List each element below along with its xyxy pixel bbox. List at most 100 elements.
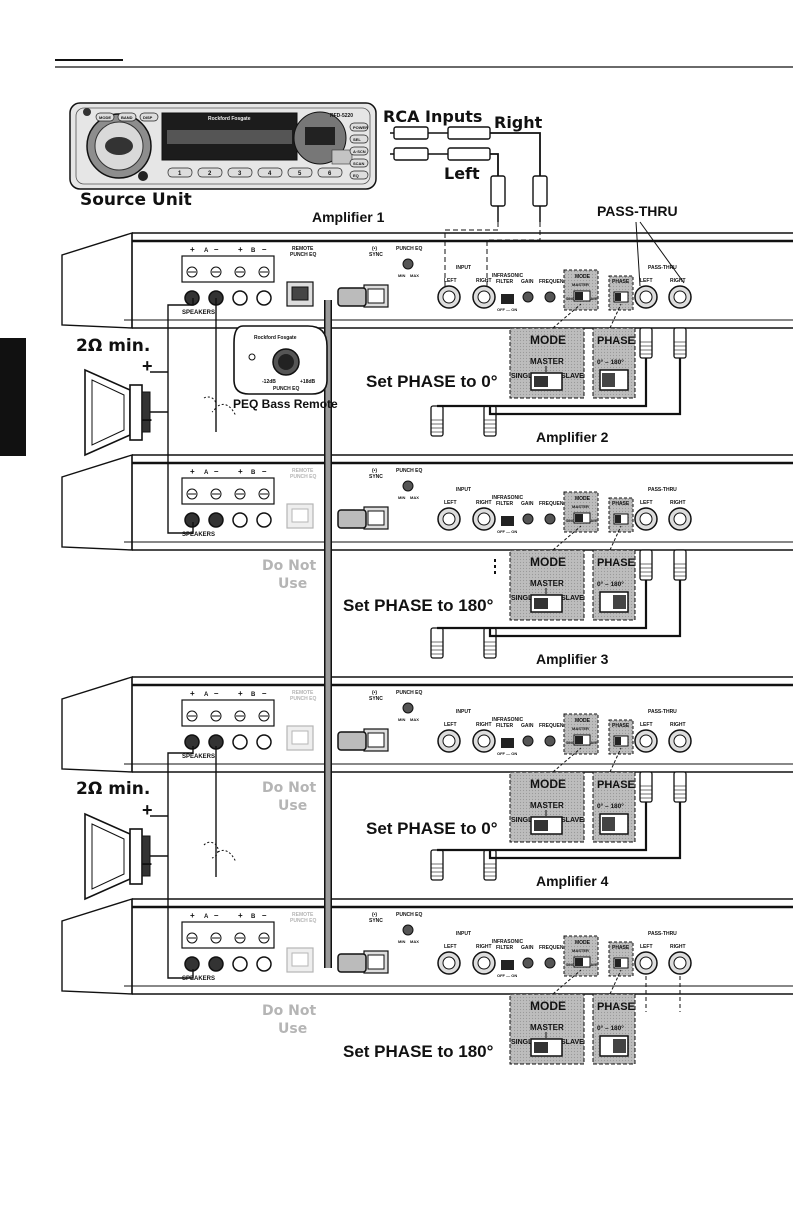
punch-min-label: MIN bbox=[398, 273, 405, 278]
gain-knob[interactable] bbox=[522, 735, 534, 747]
brand-logo-icon bbox=[105, 137, 133, 155]
terminal-a-label: A bbox=[204, 692, 209, 698]
su-button[interactable] bbox=[349, 170, 369, 180]
speaker-terminal-block bbox=[181, 921, 275, 949]
terminal-polarity: – bbox=[214, 911, 219, 920]
speaker-terminal-jack[interactable] bbox=[232, 290, 248, 306]
panel-master-label: MASTER bbox=[572, 504, 589, 509]
gain-knob[interactable] bbox=[522, 957, 534, 969]
frequency-label: FREQUENCY bbox=[539, 945, 571, 951]
panel-phase-label: PHASE bbox=[612, 279, 630, 285]
terminal-polarity: + bbox=[238, 689, 243, 698]
frequency-knob[interactable] bbox=[544, 291, 556, 303]
infrasonic-states: OFF — ON bbox=[497, 307, 517, 312]
frequency-knob[interactable] bbox=[544, 957, 556, 969]
su-button-label: A·SCN bbox=[353, 149, 366, 154]
panel-slave-label: SLAVE bbox=[586, 963, 598, 967]
heatsink-fin bbox=[61, 676, 133, 773]
phase-callout-title: PHASE bbox=[597, 779, 635, 791]
gain-knob[interactable] bbox=[522, 291, 534, 303]
punch-max-label: MAX bbox=[410, 939, 419, 944]
terminal-b-label: B bbox=[251, 914, 256, 920]
su-button[interactable] bbox=[95, 112, 115, 122]
su-button[interactable] bbox=[349, 158, 369, 168]
su-preset-label: 1 bbox=[178, 171, 182, 177]
speaker-terminal-jack[interactable] bbox=[184, 290, 200, 306]
su-preset-button[interactable] bbox=[167, 167, 193, 178]
rca-plug bbox=[430, 405, 444, 437]
speaker2-plus: + bbox=[142, 800, 153, 820]
remote-punch-eq-label: REMOTE bbox=[292, 246, 314, 252]
input-left-label: LEFT bbox=[444, 278, 457, 284]
speaker-terminal-jack[interactable] bbox=[232, 734, 248, 750]
su-button-label: BAND bbox=[121, 115, 133, 120]
punch-eq-knob[interactable] bbox=[402, 702, 414, 714]
su-button[interactable] bbox=[139, 112, 159, 122]
terminal-a-label: A bbox=[204, 470, 209, 476]
gain-knob[interactable] bbox=[522, 513, 534, 525]
su-preset-button[interactable] bbox=[227, 167, 253, 178]
panel-single-label: SINGLE bbox=[566, 297, 580, 301]
speaker-terminal-jack[interactable] bbox=[232, 956, 248, 972]
heatsink-fin bbox=[61, 898, 133, 995]
su-preset-button[interactable] bbox=[317, 167, 343, 178]
punch-eq-label: PUNCH EQ bbox=[396, 246, 423, 252]
punch-eq-knob[interactable] bbox=[402, 258, 414, 270]
pass-thru-panel-label: PASS-THRU bbox=[648, 265, 677, 271]
su-button[interactable] bbox=[349, 134, 369, 144]
input-label: INPUT bbox=[456, 487, 471, 493]
speaker-terminal-jack[interactable] bbox=[208, 956, 224, 972]
slave-label: SLAVE bbox=[561, 595, 584, 602]
speaker-terminal-jack[interactable] bbox=[184, 734, 200, 750]
pass-thru-right-label: RIGHT bbox=[670, 278, 686, 284]
su-preset-button[interactable] bbox=[287, 167, 313, 178]
infrasonic-switch[interactable] bbox=[501, 294, 514, 304]
punch-eq-knob[interactable] bbox=[402, 480, 414, 492]
speaker-terminal-jack[interactable] bbox=[184, 512, 200, 528]
input-left-label: LEFT bbox=[444, 722, 457, 728]
su-button[interactable] bbox=[349, 122, 369, 132]
infrasonic-states: OFF — ON bbox=[497, 529, 517, 534]
panel-mode-box bbox=[563, 935, 599, 977]
input-right-label: RIGHT bbox=[476, 722, 492, 728]
panel-slave-label: SLAVE bbox=[586, 519, 598, 523]
punch-eq-knob[interactable] bbox=[402, 924, 414, 936]
remote-punch-eq-label: PUNCH EQ bbox=[290, 918, 317, 924]
su-button[interactable] bbox=[117, 112, 137, 122]
sync-label: (•) bbox=[372, 468, 377, 474]
su-preset-button[interactable] bbox=[197, 167, 223, 178]
input-right-label: RIGHT bbox=[476, 944, 492, 950]
terminal-polarity: + bbox=[190, 245, 195, 254]
remote-brand: Rockford Fosgate bbox=[254, 335, 297, 341]
do-not-use-4-line2: Use bbox=[278, 1021, 307, 1037]
amp4-label: Amplifier 4 bbox=[536, 873, 609, 889]
speaker-terminal-jack[interactable] bbox=[256, 512, 272, 528]
speaker-terminal-jack[interactable] bbox=[232, 512, 248, 528]
speaker-terminal-jack[interactable] bbox=[256, 290, 272, 306]
rca-plug bbox=[639, 327, 653, 359]
slave-label: SLAVE bbox=[561, 373, 584, 380]
su-preset-button[interactable] bbox=[257, 167, 283, 178]
rca-right-label: Right bbox=[494, 113, 543, 132]
sync-plug bbox=[337, 287, 367, 307]
speaker-terminal-jack[interactable] bbox=[184, 956, 200, 972]
speaker-terminal-jack[interactable] bbox=[256, 956, 272, 972]
infrasonic-switch[interactable] bbox=[501, 738, 514, 748]
rca-left-label: Left bbox=[444, 164, 480, 183]
rca-cables-source bbox=[390, 126, 548, 222]
speaker-terminal-jack[interactable] bbox=[256, 734, 272, 750]
slave-label: SLAVE bbox=[561, 1039, 584, 1046]
do-not-use-2-line2: Use bbox=[278, 576, 307, 592]
rca-plug bbox=[430, 849, 444, 881]
infrasonic-switch[interactable] bbox=[501, 960, 514, 970]
infrasonic-switch[interactable] bbox=[501, 516, 514, 526]
frequency-knob[interactable] bbox=[544, 735, 556, 747]
single-label: SINGLE bbox=[511, 817, 537, 824]
frequency-knob[interactable] bbox=[544, 513, 556, 525]
su-button[interactable] bbox=[349, 146, 369, 156]
terminal-polarity: – bbox=[214, 689, 219, 698]
speaker-terminal-jack[interactable] bbox=[208, 512, 224, 528]
